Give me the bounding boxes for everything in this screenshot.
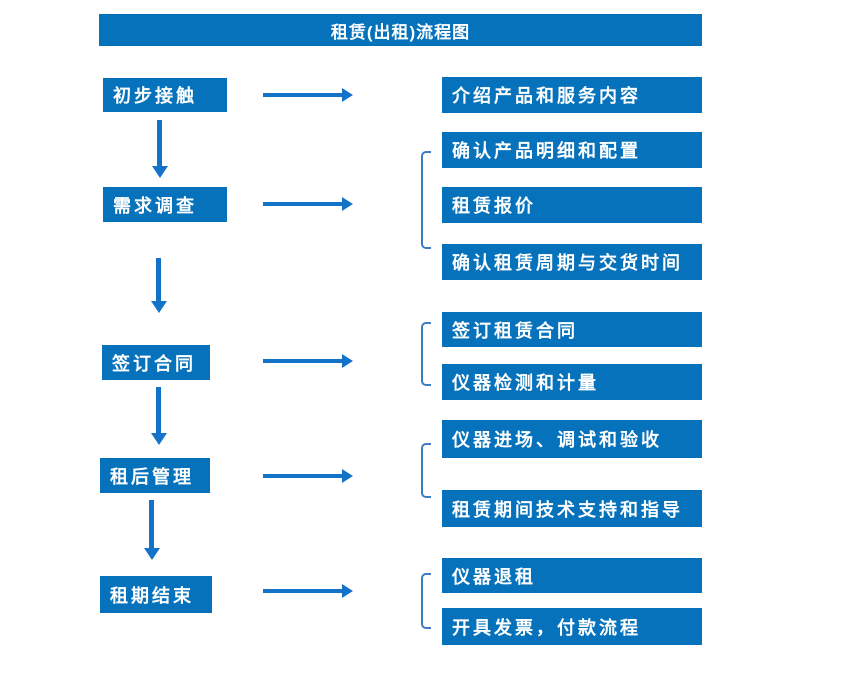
detail-box-confirm-product-details: 确认产品明细和配置 — [442, 132, 702, 168]
detail-box-confirm-rental-period: 确认租赁周期与交货时间 — [442, 244, 702, 280]
right-arrow-2 — [263, 197, 353, 211]
right-arrow-4 — [263, 469, 353, 483]
detail-box-instrument-entry-acceptance: 仪器进场、调试和验收 — [442, 420, 702, 458]
detail-box-rental-quote: 租赁报价 — [442, 187, 702, 223]
step-box-initial-contact: 初步接触 — [103, 78, 227, 112]
detail-box-introduce-products: 介绍产品和服务内容 — [442, 77, 702, 113]
step-box-rental-end: 租期结束 — [100, 576, 212, 613]
detail-box-instrument-return: 仪器退租 — [442, 558, 702, 593]
group-bracket-rental-end — [421, 573, 431, 629]
down-arrow-3 — [150, 387, 167, 445]
right-arrow-5 — [263, 584, 353, 598]
flowchart-title: 租赁(出租)流程图 — [330, 22, 471, 42]
right-arrow-1 — [263, 88, 353, 102]
step-box-post-rental-management: 租后管理 — [100, 458, 210, 493]
flowchart-title-bar: 租赁(出租)流程图 — [99, 14, 702, 46]
detail-box-sign-rental-contract: 签订租赁合同 — [442, 312, 702, 347]
step-box-sign-contract: 签订合同 — [102, 345, 210, 380]
right-arrow-3 — [263, 354, 353, 368]
detail-box-instrument-testing: 仪器检测和计量 — [442, 364, 702, 400]
detail-box-invoice-payment: 开具发票，付款流程 — [442, 608, 702, 645]
down-arrow-4 — [143, 500, 160, 560]
group-bracket-post-rental — [421, 443, 431, 498]
group-bracket-needs-survey — [421, 151, 431, 249]
detail-box-technical-support: 租赁期间技术支持和指导 — [442, 490, 702, 527]
down-arrow-1 — [151, 120, 168, 178]
group-bracket-sign-contract — [421, 322, 431, 386]
down-arrow-2 — [150, 258, 167, 313]
step-box-needs-survey: 需求调查 — [103, 187, 227, 222]
